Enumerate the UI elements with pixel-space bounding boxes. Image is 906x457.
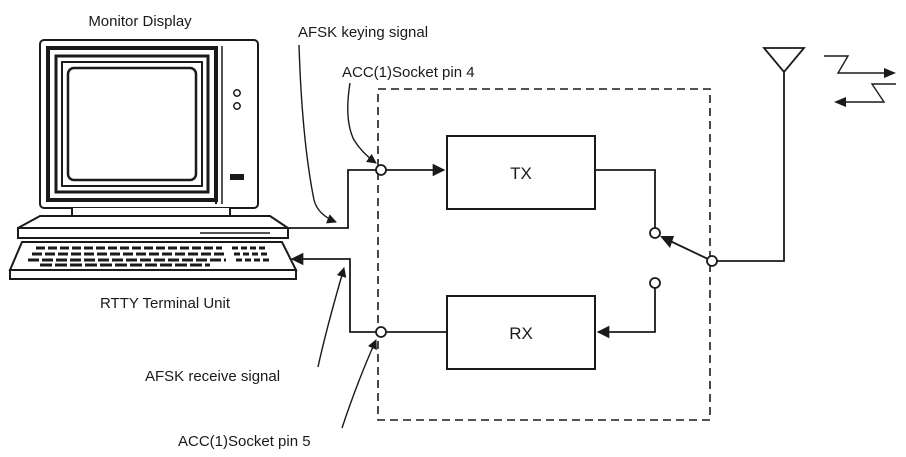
monitor-display-label: Monitor Display <box>88 13 192 30</box>
terminal-label: RTTY Terminal Unit <box>100 295 231 312</box>
tx-box <box>446 135 596 210</box>
radio-waves-icon <box>824 55 896 107</box>
receive-line <box>290 252 376 333</box>
acc-pin4-leader <box>347 82 377 164</box>
acc-pin5-label: ACC(1)Socket pin 5 <box>178 433 311 450</box>
afsk-receive-leader <box>317 267 347 368</box>
acc-pin5-leader <box>341 339 377 429</box>
tx-contact <box>649 227 661 239</box>
antenna-feed <box>717 68 785 262</box>
switch-to-rx <box>596 288 656 339</box>
pin4-jack <box>375 164 387 176</box>
rx-contact <box>649 277 661 289</box>
afsk-receive-label: AFSK receive signal <box>145 368 280 385</box>
switch-icon <box>660 236 709 260</box>
afsk-keying-label: AFSK keying signal <box>298 24 428 41</box>
rx-label: RX <box>509 324 533 343</box>
acc-pin4-label: ACC(1)Socket pin 4 <box>342 64 475 81</box>
pin5-jack <box>375 326 387 338</box>
switch-pivot <box>706 255 718 267</box>
afsk-keying-leader <box>298 44 337 224</box>
antenna-icon <box>762 47 806 74</box>
transceiver-boundary <box>377 88 711 421</box>
keying-line <box>288 169 376 229</box>
computer-icon <box>8 39 298 280</box>
tx-to-switch <box>595 169 656 228</box>
tx-label: TX <box>510 164 532 183</box>
